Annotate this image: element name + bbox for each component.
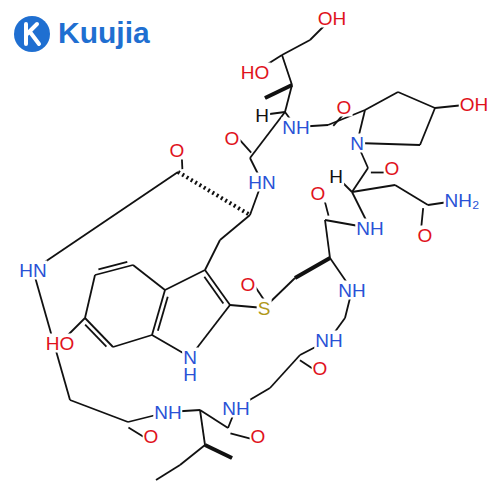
amide-nh: HN <box>247 173 276 192</box>
hydroxyl: OH <box>317 9 348 28</box>
bond-line <box>270 355 300 388</box>
bond-line <box>158 297 168 331</box>
bond-line <box>98 262 127 270</box>
bond-line <box>295 258 330 278</box>
bond-line <box>70 400 128 422</box>
oxygen-atom: O <box>310 184 327 203</box>
bond-line <box>165 270 205 290</box>
oxygen-atom: O <box>384 159 401 178</box>
oxygen-atom: O <box>336 98 353 117</box>
hydroxyl: HO <box>240 63 271 82</box>
amide-nh: NH <box>314 331 343 350</box>
oxygen-atom: O <box>143 427 160 446</box>
bond-line <box>295 258 330 278</box>
hydrogen-atom: H <box>328 167 344 186</box>
hydroxyl: OH <box>459 95 490 114</box>
bond-line <box>113 335 152 347</box>
bond-line <box>133 265 165 290</box>
bond-line <box>85 318 113 347</box>
nitrogen-atom: N <box>349 134 365 153</box>
oxygen-atom: O <box>169 141 186 160</box>
bond-line <box>398 92 435 108</box>
oxygen-atom: O <box>224 129 241 148</box>
bond-line <box>33 172 178 270</box>
bond-line <box>395 185 428 205</box>
hydrogen-atom: H <box>254 106 270 125</box>
bond-line <box>420 108 435 145</box>
bond-line <box>204 277 223 304</box>
bond-line <box>205 270 230 305</box>
hydrogen-atom: H <box>182 365 198 384</box>
bond-line <box>85 325 106 347</box>
sulfur-atom: S <box>257 299 272 318</box>
oxygen-atom: O <box>312 359 329 378</box>
bond-line <box>282 40 310 55</box>
bond-line <box>156 465 180 480</box>
bond-line <box>365 92 398 110</box>
amide-nh: HN <box>18 261 47 280</box>
bond-line <box>95 265 133 275</box>
amide-nh: NH <box>337 281 366 300</box>
bond-line <box>352 168 368 192</box>
hydroxyl: HO <box>45 334 76 353</box>
bond-line <box>205 240 220 270</box>
oxygen-atom: O <box>240 275 257 294</box>
bond-line <box>220 215 250 240</box>
amine-group: NH₂ <box>444 191 481 210</box>
bond-line <box>178 172 250 215</box>
logo-icon <box>12 14 52 54</box>
bond-line <box>205 445 232 458</box>
bond-line <box>180 445 205 465</box>
bond-line <box>205 445 232 458</box>
bond-line <box>325 220 330 258</box>
bond-line <box>85 275 95 318</box>
bond-line <box>282 55 292 85</box>
amide-nh: NH <box>281 118 310 137</box>
bond-line <box>265 85 292 98</box>
oxygen-atom: O <box>250 427 267 446</box>
amide-nh: NH <box>153 403 182 422</box>
bond-line <box>352 185 395 192</box>
bond-line <box>200 410 205 445</box>
bond-line <box>265 85 292 98</box>
oxygen-atom: O <box>417 226 434 245</box>
amide-nh: NH <box>355 219 384 238</box>
bond-line <box>357 143 420 145</box>
logo-text: Kuujia <box>58 18 150 48</box>
amide-nh: NH <box>221 399 250 418</box>
